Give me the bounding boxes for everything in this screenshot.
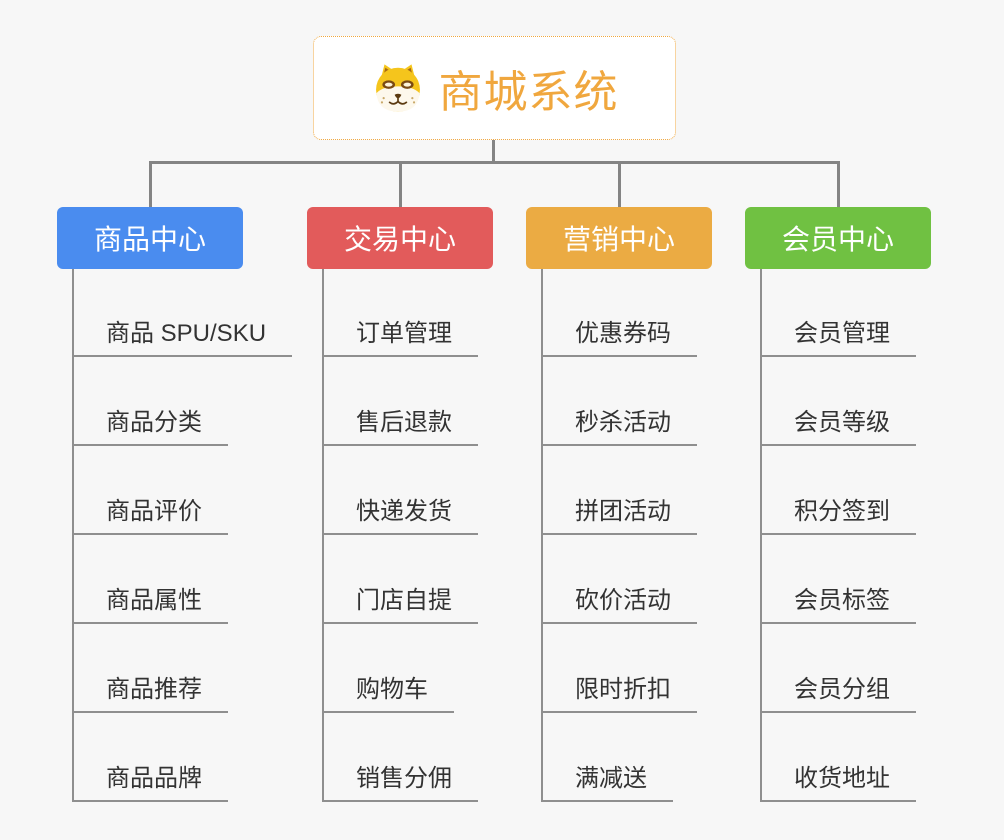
connector-child-line	[322, 269, 324, 801]
root-title: 商城系统	[438, 68, 619, 117]
child-node[interactable]: 门店自提	[322, 584, 478, 624]
child-node[interactable]: 满减送	[541, 762, 673, 802]
child-node[interactable]: 商品评价	[72, 495, 228, 535]
child-node[interactable]: 购物车	[322, 673, 454, 713]
child-node[interactable]: 秒杀活动	[541, 406, 697, 446]
child-node[interactable]: 优惠券码	[541, 317, 697, 357]
child-node[interactable]: 商品属性	[72, 584, 228, 624]
connector-bus	[149, 161, 839, 164]
branch-node-3[interactable]: 会员中心	[745, 207, 931, 269]
child-node[interactable]: 商品 SPU/SKU	[72, 317, 293, 357]
dog-face-icon	[375, 64, 420, 112]
child-node[interactable]: 会员分组	[760, 673, 916, 713]
connector-root-stub	[492, 140, 495, 164]
connector-branch-stub	[618, 161, 621, 207]
branch-node-0[interactable]: 商品中心	[57, 207, 243, 269]
connector-child-line	[760, 269, 762, 801]
branch-node-2[interactable]: 营销中心	[526, 207, 712, 269]
child-node[interactable]: 商品推荐	[72, 673, 228, 713]
root-node[interactable]: 商城系统	[313, 36, 676, 140]
connector-child-line	[72, 269, 74, 801]
child-node[interactable]: 订单管理	[322, 317, 478, 357]
child-node[interactable]: 会员等级	[760, 406, 916, 446]
child-node[interactable]: 销售分佣	[322, 762, 478, 802]
connector-branch-stub	[399, 161, 402, 207]
child-node[interactable]: 快递发货	[322, 495, 478, 535]
child-node[interactable]: 砍价活动	[541, 584, 697, 624]
branch-node-1[interactable]: 交易中心	[307, 207, 493, 269]
child-node[interactable]: 商品分类	[72, 406, 228, 446]
child-node[interactable]: 限时折扣	[541, 673, 697, 713]
child-node[interactable]: 积分签到	[760, 495, 916, 535]
connector-branch-stub	[837, 161, 840, 207]
connector-child-line	[541, 269, 543, 801]
child-node[interactable]: 拼团活动	[541, 495, 697, 535]
child-node[interactable]: 会员标签	[760, 584, 916, 624]
child-node[interactable]: 收货地址	[760, 762, 916, 802]
child-node[interactable]: 商品品牌	[72, 762, 228, 802]
child-node[interactable]: 售后退款	[322, 406, 478, 446]
child-node[interactable]: 会员管理	[760, 317, 916, 357]
connector-branch-stub	[149, 161, 152, 207]
